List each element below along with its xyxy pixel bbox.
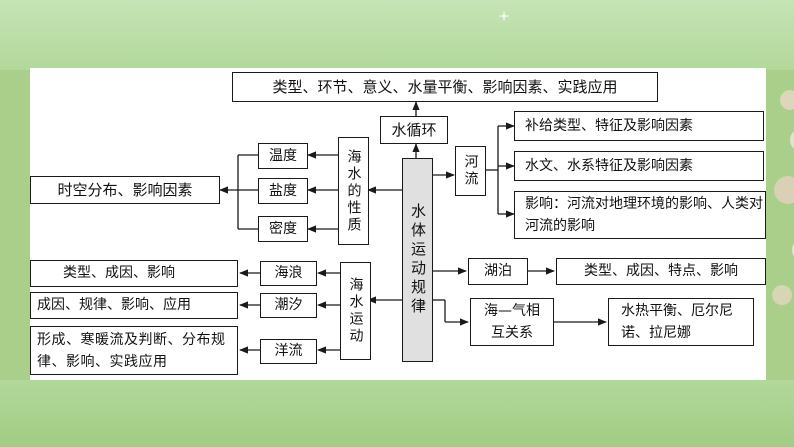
- wave-box: 海浪: [260, 261, 317, 286]
- water-cycle-box: 水循环: [380, 116, 448, 144]
- sea-motion-label: 海水运动: [347, 277, 364, 345]
- sea-motion-node: 海水运动: [340, 262, 371, 360]
- center-label: 水体运动规律: [409, 203, 427, 317]
- tide-detail-box: 成因、规律、影响、应用: [30, 292, 238, 319]
- river-supply-box: 补给类型、特征及影响因素: [514, 111, 764, 141]
- temperature-box: 温度: [258, 143, 308, 169]
- spatiotemporal-box: 时空分布、影响因素: [30, 176, 220, 204]
- center-node: 水体运动规律: [402, 158, 433, 362]
- sea-properties-node: 海水的性质: [338, 137, 369, 245]
- river-node: 河流: [455, 146, 486, 196]
- sea-air-detail-box: 水热平衡、厄尔尼诺、拉尼娜: [608, 298, 754, 346]
- background-bottom: [0, 380, 794, 447]
- salinity-box: 盐度: [258, 178, 308, 204]
- river-label: 河流: [462, 154, 479, 188]
- sparkle-icon: [498, 10, 510, 22]
- wave-detail-box: 类型、成因、影响: [30, 260, 238, 287]
- current-detail-box: 形成、寒暖流及判断、分布规律、影响、实践应用: [30, 326, 238, 375]
- current-box: 洋流: [260, 339, 317, 364]
- top-summary-box: 类型、环节、意义、水量平衡、影响因素、实践应用: [232, 72, 658, 102]
- lake-box: 湖泊: [468, 258, 528, 285]
- lake-detail-box: 类型、成因、特点、影响: [556, 258, 766, 285]
- river-hydrology-box: 水文、水系特征及影响因素: [514, 151, 764, 181]
- sea-properties-label: 海水的性质: [345, 148, 362, 234]
- river-impact-box: 影响：河流对地理环境的影响、人类对河流的影响: [514, 191, 766, 239]
- tide-box: 潮汐: [260, 293, 317, 318]
- density-box: 密度: [258, 216, 308, 242]
- sea-air-box: 海—气相互关系: [470, 298, 554, 346]
- background-top: [0, 0, 794, 70]
